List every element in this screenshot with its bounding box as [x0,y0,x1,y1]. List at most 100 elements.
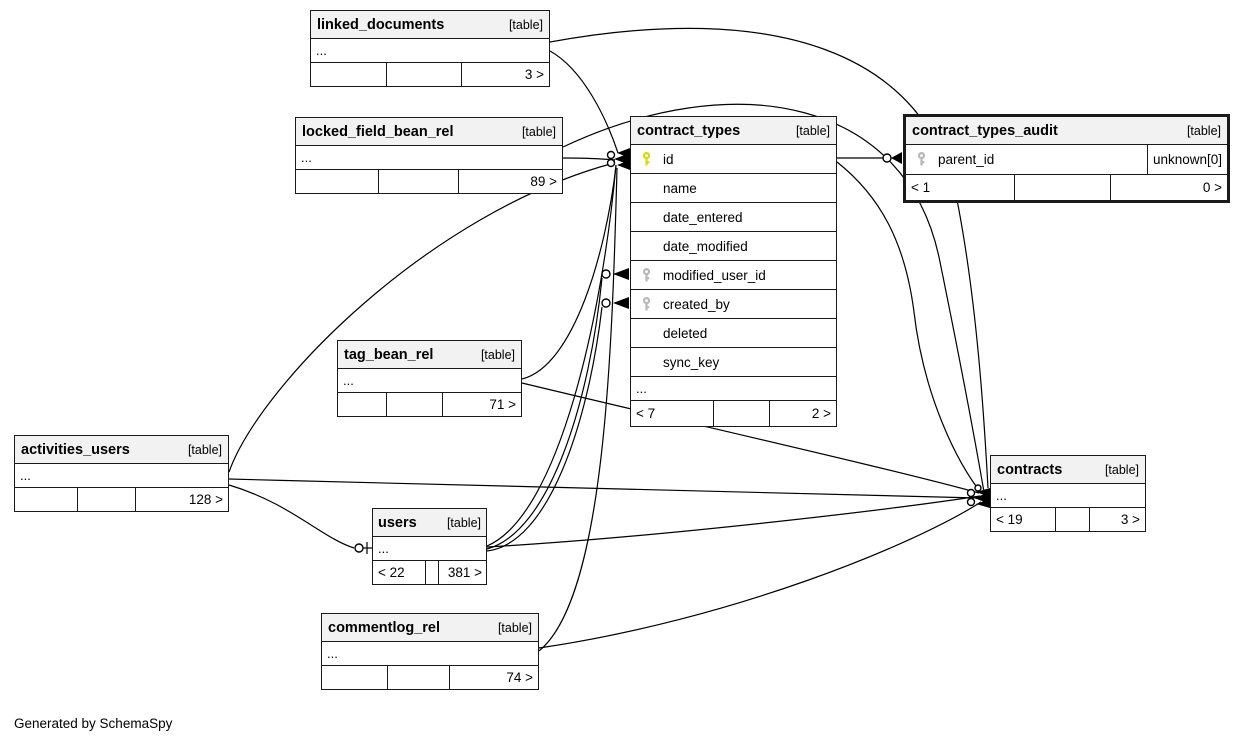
table-header[interactable]: activities_users [table] [15,436,228,464]
column-name: id [663,151,674,167]
table-tag: [table] [446,515,481,530]
table-header[interactable]: tag_bean_rel [table] [338,341,521,369]
footer-cell [15,488,77,511]
footer-children-count: 89 > [458,170,562,193]
zero-one-connector-users [354,543,364,553]
table-header[interactable]: contracts [table] [991,456,1145,484]
table-contract-types-audit[interactable]: contract_types_audit [table] parent_id u… [903,114,1230,203]
table-header[interactable]: contract_types [table] [631,117,836,145]
edge-activities_users-contracts [228,478,979,499]
table-name[interactable]: contract_types [637,122,741,139]
table-name[interactable]: contract_types_audit [912,122,1058,139]
column-row-deleted: deleted [631,319,836,348]
table-name[interactable]: commentlog_rel [328,619,440,636]
footer-cell [713,401,769,426]
table-tag: [table] [497,620,532,635]
table-name[interactable]: linked_documents [317,16,445,33]
footer-cell [386,63,461,86]
table-commentlog-rel[interactable]: commentlog_rel [table] ... 74 > [321,613,539,690]
footer-cell [1014,175,1110,200]
edge-tag_bean_rel-contracts [521,382,980,494]
table-tag: [table] [508,17,543,32]
footer-children-count: 3 > [461,63,549,86]
table-footer: < 7 2 > [631,401,836,426]
edge-linked_documents-contract_types [549,50,619,154]
edge-locked_field_bean_rel-contract_types [562,157,616,161]
column-name: date_entered [663,209,743,225]
footer-parents-count: < 1 [911,180,931,195]
footer-cell [387,666,449,689]
table-tag: [table] [1186,123,1221,138]
footer-children-count: 3 > [1089,508,1145,531]
table-header[interactable]: users [table] [373,509,486,537]
column-row-parent-id: parent_id unknown[0] [906,145,1227,175]
columns-ellipsis: ... [373,537,486,561]
footer-children-count: 2 > [769,401,836,426]
column-type: unknown[0] [1146,145,1227,174]
footer-children-count: 0 > [1110,175,1227,200]
table-activities-users[interactable]: activities_users [table] ... 128 > [14,435,229,512]
table-name[interactable]: activities_users [21,441,130,458]
footer-children-count: 74 > [449,666,538,689]
table-name[interactable]: users [378,514,417,531]
table-footer: 71 > [338,393,521,416]
column-name: sync_key [663,354,720,370]
crow-foot-cluster-contracts [966,484,990,508]
table-locked-field-bean-rel[interactable]: locked_field_bean_rel [table] ... 89 > [295,117,563,194]
primary-key-icon [631,151,663,167]
edge-tag_bean_rel-contract_types [521,165,617,380]
edge-activities_users-users [228,484,355,549]
foreign-key-icon [631,267,663,283]
table-tag: [table] [795,123,830,138]
footer-cell [378,170,458,193]
column-row-created-by: created_by [631,290,836,319]
table-footer: < 1 0 > [906,175,1227,200]
columns-ellipsis: ... [991,484,1145,508]
foreign-key-icon [906,152,938,167]
table-footer: 74 > [322,666,538,689]
edge-users-created_by [486,306,603,552]
column-name: created_by [663,296,730,312]
table-tag-bean-rel[interactable]: tag_bean_rel [table] ... 71 > [337,340,522,417]
zero-one-connector-audit [882,152,902,164]
table-contracts[interactable]: contracts [table] ... < 19 3 > [990,455,1146,532]
footer-cell [425,561,438,584]
edge-commentlog_rel-contract_types [538,167,618,652]
zero-one-connector-modified-user-id [601,268,629,280]
column-row-modified-user-id: modified_user_id [631,261,836,290]
table-name[interactable]: locked_field_bean_rel [302,123,454,140]
columns-ellipsis: ... [322,642,538,666]
column-name: date_modified [663,238,748,254]
foreign-key-icon [631,296,663,312]
table-contract-types[interactable]: contract_types [table] id name date_ente… [630,116,837,427]
table-users[interactable]: users [table] ... < 22 381 > [372,508,487,585]
table-name[interactable]: contracts [997,461,1063,478]
edge-users-contracts [486,495,981,548]
table-tag: [table] [187,442,222,457]
table-footer: 3 > [311,63,549,86]
columns-ellipsis: ... [15,464,228,488]
table-tag: [table] [480,347,515,362]
table-footer: < 22 381 > [373,561,486,584]
table-footer: < 19 3 > [991,508,1145,531]
table-header[interactable]: contract_types_audit [table] [906,117,1227,145]
table-header[interactable]: locked_field_bean_rel [table] [296,118,562,146]
table-linked-documents[interactable]: linked_documents [table] ... 3 > [310,10,550,87]
table-header[interactable]: commentlog_rel [table] [322,614,538,642]
edge-locked_field_bean_rel-contracts [562,103,985,493]
generator-credit: Generated by SchemaSpy [14,716,173,731]
columns-ellipsis: ... [631,377,836,401]
column-row-id: id [631,145,836,174]
columns-ellipsis: ... [338,369,521,393]
table-name[interactable]: tag_bean_rel [344,346,434,363]
table-tag: [table] [1104,462,1139,477]
column-row-date-entered: date_entered [631,203,836,232]
footer-children-count: 381 > [438,561,486,584]
footer-parents-count: < 22 [378,565,405,580]
footer-cell [311,63,386,86]
table-header[interactable]: linked_documents [table] [311,11,549,39]
columns-ellipsis: ... [296,146,562,170]
column-name: modified_user_id [663,267,766,283]
column-name: deleted [663,325,708,341]
